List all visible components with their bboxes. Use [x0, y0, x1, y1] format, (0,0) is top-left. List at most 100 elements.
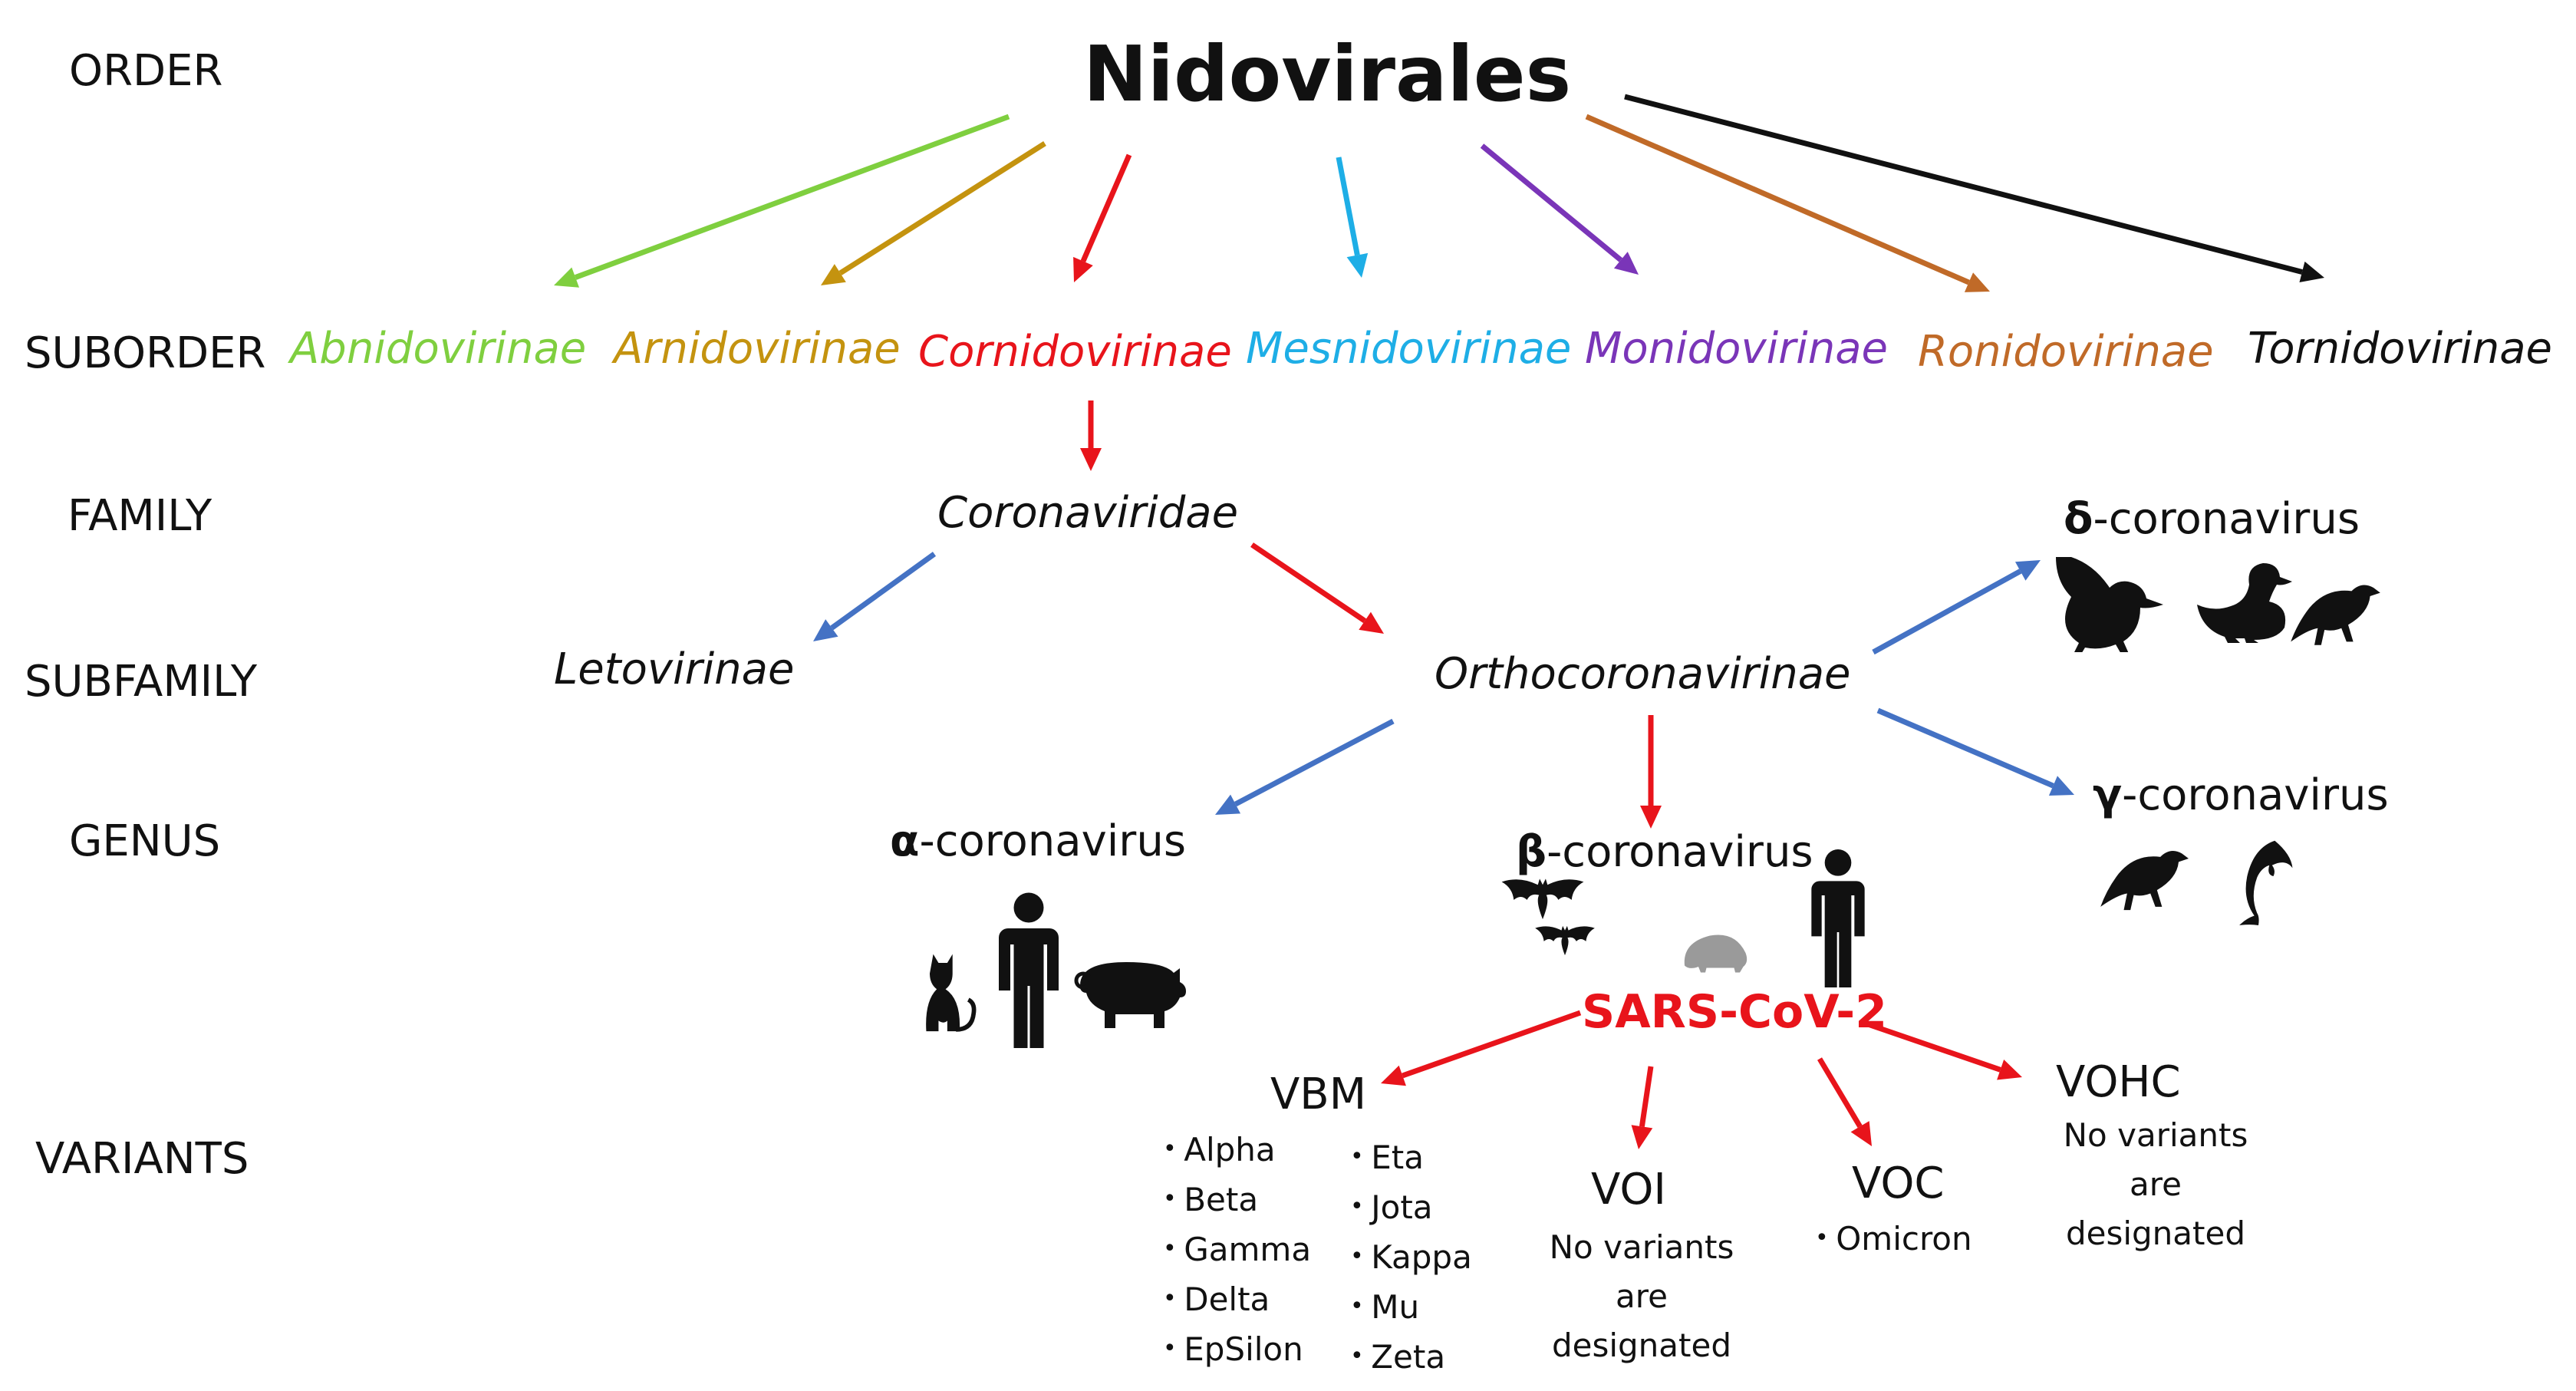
vbm-item-beta: Beta	[1163, 1175, 1311, 1225]
arrow-to-letovirinae	[813, 552, 937, 641]
variant-group-vohc: VOHC	[2056, 1057, 2181, 1107]
suborder-mesnidovirinae: Mesnidovirinae	[1246, 324, 1572, 374]
arrow-to-ronidovirinae-head	[1964, 272, 1990, 292]
vbm-item-kappa: Kappa	[1350, 1232, 1472, 1282]
arrow-to-tornidovirinae	[1624, 94, 2324, 283]
genus-gamma-coronavirus: γ-coronavirus	[2093, 770, 2389, 820]
arrow-to-monidovirinae	[1480, 143, 1639, 275]
arrow-to-gamma-coronavirus	[1876, 707, 2074, 796]
genus-beta-suffix: -coronavirus	[1547, 827, 1813, 877]
rank-order: ORDER	[69, 46, 223, 96]
genus-delta-coronavirus: δ-coronavirus	[2064, 494, 2360, 544]
arrow-to-ronidovirinae	[1585, 114, 1990, 292]
arrow-to-gamma-coronavirus-head	[2048, 776, 2074, 796]
vohc-note-line: No variants	[2063, 1116, 2248, 1154]
arrow-to-orthocoronavirinae-head	[1359, 611, 1384, 634]
arrow-to-vbm-head	[1381, 1065, 1406, 1086]
arrow-to-arnidovirinae-head	[821, 264, 846, 285]
arrow-to-voc-shaft	[1817, 1057, 1863, 1129]
arrow-to-arnidovirinae	[821, 141, 1046, 285]
vbm-item-eta: Eta	[1350, 1132, 1472, 1182]
suborder-ronidovirinae: Ronidovirinae	[1918, 327, 2214, 377]
bird-icon	[2100, 851, 2189, 911]
vbm-item-jota: Jota	[1350, 1182, 1472, 1232]
arrow-to-abnidovirinae-head	[554, 267, 579, 288]
arrow-to-coronaviridae	[1080, 400, 1102, 471]
variant-group-vbm: VBM	[1270, 1070, 1367, 1119]
vohc-note: No variants are designated	[2041, 1111, 2271, 1258]
genus-beta-coronavirus: β-coronavirus	[1516, 827, 1813, 877]
arrow-to-cornidovirinae-shaft	[1080, 153, 1132, 262]
arrow-to-alpha-coronavirus-head	[1215, 794, 1241, 815]
arrow-to-vbm-shaft	[1402, 1010, 1582, 1079]
arrow-to-coronaviridae-head	[1080, 448, 1102, 471]
arrow-to-mesnidovirinae	[1336, 157, 1369, 278]
bird-icon	[2291, 585, 2380, 645]
arrow-to-ronidovirinae-shaft	[1585, 114, 1970, 285]
genus-alpha-coronavirus: α-coronavirus	[890, 816, 1186, 866]
arrow-to-beta-coronavirus	[1640, 715, 1662, 829]
rank-variants: VARIANTS	[35, 1134, 249, 1184]
dolphin-icon	[2239, 840, 2293, 925]
arrow-to-letovirinae-shaft	[830, 552, 937, 631]
voi-note-line: No variants	[1549, 1228, 1734, 1266]
arrow-to-abnidovirinae-shaft	[574, 114, 1010, 280]
subfamily-orthocoronavirinae: Orthocoronavirinae	[1435, 649, 1851, 699]
vbm-list-right: EtaJotaKappaMuZeta	[1350, 1132, 1472, 1382]
arrow-to-gamma-coronavirus-shaft	[1876, 707, 2054, 789]
suborder-tornidovirinae: Tornidovirinae	[2248, 324, 2552, 374]
arrow-to-tornidovirinae-shaft	[1624, 94, 2303, 275]
bat-icon	[1501, 878, 1584, 920]
family-coronaviridae: Coronaviridae	[937, 488, 1239, 538]
rank-genus: GENUS	[69, 816, 221, 866]
cat-icon	[926, 954, 973, 1032]
arrow-to-vohc-shaft	[1864, 1020, 2001, 1073]
duck-icon	[2197, 563, 2292, 643]
rank-family: FAMILY	[68, 491, 212, 541]
genus-delta-suffix: -coronavirus	[2093, 494, 2360, 544]
arrow-to-voi-shaft	[1639, 1066, 1654, 1127]
arrow-to-mesnidovirinae-shaft	[1336, 157, 1360, 256]
vbm-item-delta: Delta	[1163, 1274, 1311, 1324]
arrow-to-orthocoronavirinae	[1250, 542, 1384, 634]
suborder-cornidovirinae: Cornidovirinae	[918, 327, 1232, 377]
order-nidovirales: Nidovirales	[1083, 29, 1572, 119]
vbm-item-mu: Mu	[1350, 1282, 1472, 1332]
arrow-to-beta-coronavirus-head	[1640, 806, 1662, 829]
vohc-note-line: designated	[2065, 1215, 2246, 1252]
arrow-to-arnidovirinae-shaft	[838, 141, 1046, 275]
eagle-icon	[2056, 557, 2163, 652]
vbm-item-zeta: Zeta	[1350, 1332, 1472, 1382]
arrow-to-delta-coronavirus-shaft	[1872, 569, 2022, 655]
human-icon	[1811, 849, 1865, 987]
variant-group-voi: VOI	[1591, 1165, 1666, 1215]
bat-icon	[1535, 925, 1595, 956]
suborder-monidovirinae: Monidovirinae	[1585, 324, 1888, 374]
arrow-to-cornidovirinae-head	[1073, 256, 1093, 282]
variant-group-voc: VOC	[1852, 1159, 1945, 1208]
arrow-to-voi-head	[1631, 1125, 1653, 1149]
arrow-to-alpha-coronavirus	[1215, 718, 1395, 815]
genus-beta-symbol: β	[1516, 827, 1547, 877]
vbm-item-gamma: Gamma	[1163, 1225, 1311, 1274]
arrow-to-voi	[1631, 1066, 1654, 1149]
arrow-to-tornidovirinae-head	[2299, 261, 2324, 283]
genus-alpha-symbol: α	[890, 816, 920, 866]
arrow-to-cornidovirinae	[1073, 153, 1132, 282]
arrow-to-voc	[1817, 1057, 1872, 1146]
pig-icon	[1076, 962, 1186, 1028]
rank-subfamily: SUBFAMILY	[25, 657, 258, 707]
arrow-to-vohc	[1864, 1020, 2022, 1080]
genus-alpha-suffix: -coronavirus	[919, 816, 1186, 866]
arrow-to-letovirinae-head	[813, 619, 838, 641]
vbm-item-epsilon: EpSilon	[1163, 1324, 1311, 1374]
vbm-item-alpha: Alpha	[1163, 1125, 1311, 1175]
voi-note: No variants are designated	[1527, 1223, 1757, 1370]
arrow-to-monidovirinae-head	[1613, 252, 1639, 275]
voc-list: Omicron	[1815, 1214, 1972, 1264]
arrow-to-vbm	[1381, 1010, 1582, 1086]
arrow-to-delta-coronavirus	[1872, 560, 2041, 655]
arrow-to-delta-coronavirus-head	[2014, 560, 2041, 581]
hedgehog-icon	[1684, 934, 1748, 973]
